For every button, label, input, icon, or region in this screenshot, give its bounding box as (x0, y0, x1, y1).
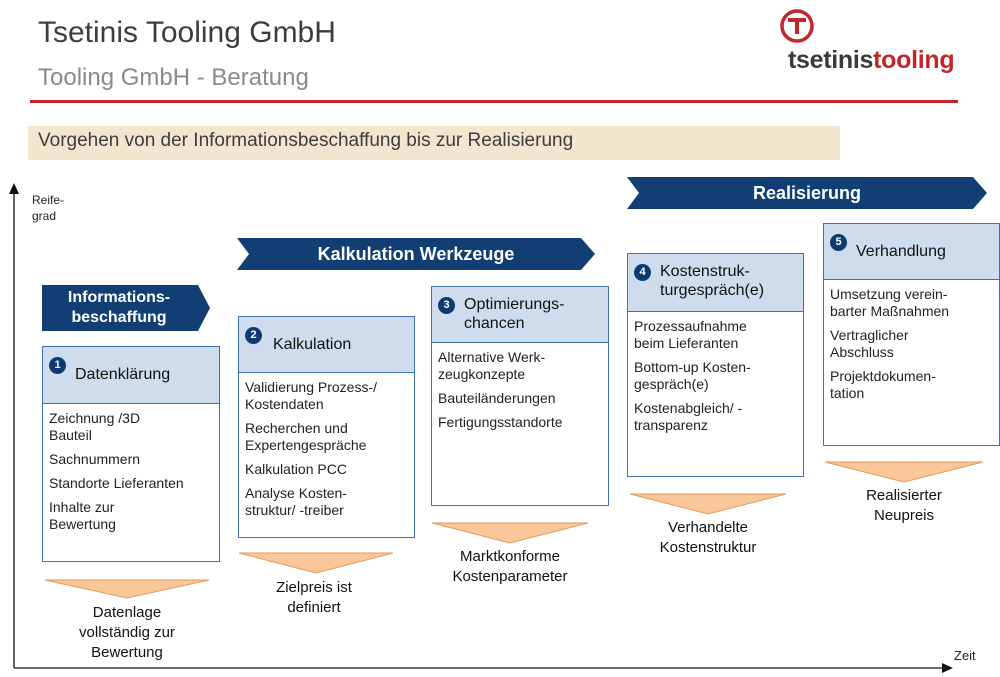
phase-card-5: 5 Verhandlung Umsetzung verein- barter M… (823, 223, 1000, 446)
outcome-line: Realisierter (866, 487, 942, 504)
y-axis-label-line1: Reife- (32, 193, 65, 207)
phase-item: Analyse Kosten- struktur/ -treiber (245, 485, 347, 518)
outcome-line: Marktkonforme (459, 548, 561, 565)
outcome-line: Neupreis (873, 507, 935, 524)
process-banner: Vorgehen von der Informationsbeschaffung… (28, 126, 840, 160)
phase-item: Validierung Prozess-/ Kostendaten (245, 379, 378, 412)
phase-item: Bottom-up Kosten- gespräch(e) (634, 359, 751, 392)
phase-number-badge: 5 (830, 234, 847, 251)
phase-title-line2: turgespräch(e) (660, 282, 765, 299)
outcome-triangle-5 (824, 461, 984, 483)
phase-title: Datenklärung (75, 366, 171, 383)
logo-text-dark: tsetinis (788, 46, 874, 74)
phase-number-badge: 2 (245, 327, 262, 344)
phase-item: Standorte Lieferanten (49, 475, 184, 491)
phase-number-badge: 1 (49, 357, 66, 374)
phase-item: Bauteiländerungen (438, 390, 556, 406)
phase-items-4: Prozessaufnahme beim Lieferanten Bottom-… (634, 318, 799, 441)
y-axis-arrowhead-icon (9, 183, 19, 194)
outcome-label-3: Marktkonforme Kostenparameter (430, 547, 590, 587)
phase-number-badge: 4 (634, 264, 651, 281)
phase-items-1: Zeichnung /3D Bauteil Sachnummern Stando… (49, 410, 215, 540)
phase-card-2: 2 Kalkulation Validierung Prozess-/ Kost… (238, 316, 415, 538)
outcome-line: Kostenstruktur (659, 539, 757, 556)
y-axis-label: Reife- grad (32, 192, 64, 224)
outcome-line: Zielpreis ist (276, 579, 352, 596)
stage-arrow-real-label: Realisierung (752, 183, 862, 203)
phase-title: Kostenstruk- turgespräch(e) (660, 262, 764, 300)
stage-arrow-info-line2: beschaffung (71, 309, 167, 326)
phase-items-2: Validierung Prozess-/ Kostendaten Recher… (245, 379, 410, 526)
phase-card-4: 4 Kostenstruk- turgespräch(e) Prozessauf… (627, 253, 804, 477)
outcome-label-5: Realisierter Neupreis (826, 486, 982, 526)
phase-item: Fertigungsstandorte (438, 414, 563, 430)
phase-item: Kalkulation PCC (245, 461, 347, 477)
outcome-triangle-2 (238, 552, 394, 574)
company-logo: tsetinistooling (776, 6, 966, 75)
phase-item: Umsetzung verein- barter Maßnahmen (830, 286, 950, 319)
outcome-label-4: Verhandelte Kostenstruktur (628, 518, 788, 558)
outcome-line: Verhandelte (667, 519, 749, 536)
phase-head-4: 4 Kostenstruk- turgespräch(e) (628, 254, 803, 312)
outcome-line: definiert (287, 599, 341, 616)
phase-item: Kostenabgleich/ -transparenz (634, 400, 743, 433)
phase-item: Prozessaufnahme beim Lieferanten (634, 318, 747, 351)
phase-title-line1: Kostenstruk- (660, 263, 750, 280)
logo-text-red: tooling (873, 46, 955, 74)
phase-title-line1: Optimierungs- (464, 296, 565, 313)
phase-items-5: Umsetzung verein- barter Maßnahmen Vertr… (830, 286, 995, 409)
outcome-label-1: Datenlage vollständig zur Bewertung (52, 603, 202, 663)
phase-title: Verhandlung (856, 243, 946, 260)
phase-head-1: 1 Datenklärung (43, 347, 219, 404)
phase-title-line2: chancen (464, 315, 525, 332)
stage-arrow-kalk-label: Kalkulation Werkzeuge (317, 244, 515, 264)
stage-arrow-realisierung: Realisierung (627, 177, 987, 209)
phase-card-3: 3 Optimierungs- chancen Alternative Werk… (431, 286, 609, 506)
logo-mark-icon (780, 9, 814, 43)
phase-title: Optimierungs- chancen (464, 295, 564, 333)
header-rule (30, 100, 958, 103)
x-axis-arrowhead-icon (942, 663, 953, 673)
phase-item: Projektdokumen- tation (830, 368, 936, 401)
phase-head-5: 5 Verhandlung (824, 224, 999, 280)
outcome-triangle-4 (629, 493, 787, 515)
phase-item: Inhalte zur Bewertung (49, 499, 116, 532)
phase-head-2: 2 Kalkulation (239, 317, 414, 373)
phase-card-1: 1 Datenklärung Zeichnung /3D Bauteil Sac… (42, 346, 220, 562)
stage-arrow-info-line1: Informations- (67, 289, 171, 306)
y-axis-label-line2: grad (32, 209, 57, 223)
company-title: Tsetinis Tooling GmbH (38, 16, 336, 49)
outcome-triangle-3 (431, 522, 589, 544)
phase-item: Zeichnung /3D Bauteil (49, 410, 141, 443)
phase-item: Alternative Werk- zeugkonzepte (438, 349, 546, 382)
outcome-triangle-1 (44, 579, 210, 599)
stage-arrow-kalkulation: Kalkulation Werkzeuge (237, 238, 595, 270)
phase-item: Recherchen und Expertengespräche (245, 420, 367, 453)
phase-item: Sachnummern (49, 451, 141, 467)
phase-items-3: Alternative Werk- zeugkonzepte Bauteilän… (438, 349, 604, 438)
phase-title: Kalkulation (273, 336, 352, 353)
outcome-label-2: Zielpreis ist definiert (244, 578, 384, 618)
stage-arrow-informationsbeschaffung: Informations- beschaffung (42, 285, 210, 331)
logo-wordmark: tsetinistooling (788, 46, 955, 75)
phase-item: Vertraglicher Abschluss (830, 327, 909, 360)
company-subtitle: Tooling GmbH - Beratung (38, 64, 309, 91)
phase-number-badge: 3 (438, 297, 455, 314)
outcome-line: Bewertung (91, 644, 163, 661)
phase-head-3: 3 Optimierungs- chancen (432, 287, 608, 343)
outcome-line: Datenlage (92, 604, 162, 621)
outcome-line: Kostenparameter (452, 568, 568, 585)
x-axis-label: Zeit (954, 648, 976, 663)
outcome-line: vollständig zur (79, 624, 175, 641)
